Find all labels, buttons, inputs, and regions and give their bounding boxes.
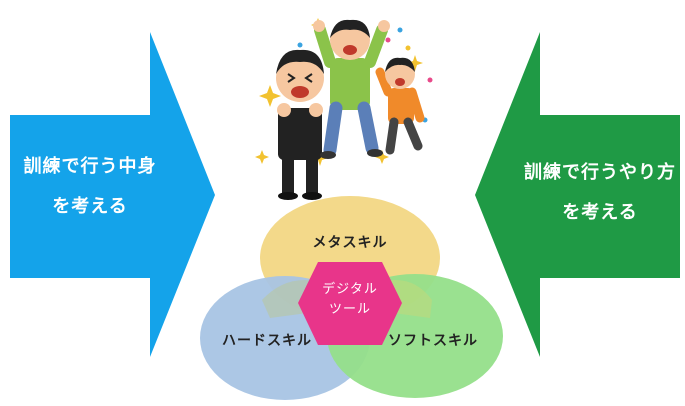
- right-arrow-text: 訓練で行うやり方 を考える: [515, 153, 685, 233]
- center-label: デジタル ツール: [310, 280, 390, 320]
- left-arrow: [10, 32, 215, 357]
- left-arrow-line1: 訓練で行う中身: [23, 156, 157, 177]
- venn-right-label: ソフトスキル: [388, 333, 478, 349]
- center-label-line2: ツール: [328, 302, 371, 317]
- center-label-line1: デジタル: [322, 282, 378, 297]
- people-celebrating-illustration: [255, 18, 433, 200]
- venn-left-label: ハードスキル: [222, 333, 312, 349]
- venn-top-label: メタスキル: [312, 235, 388, 251]
- right-arrow-line1: 訓練で行うやり方: [524, 162, 676, 183]
- right-arrow: [475, 32, 680, 357]
- center-hexagon: [298, 262, 402, 345]
- left-arrow-line2: を考える: [52, 196, 128, 217]
- right-arrow-line2: を考える: [562, 202, 638, 223]
- left-arrow-text: 訓練で行う中身 を考える: [10, 147, 170, 227]
